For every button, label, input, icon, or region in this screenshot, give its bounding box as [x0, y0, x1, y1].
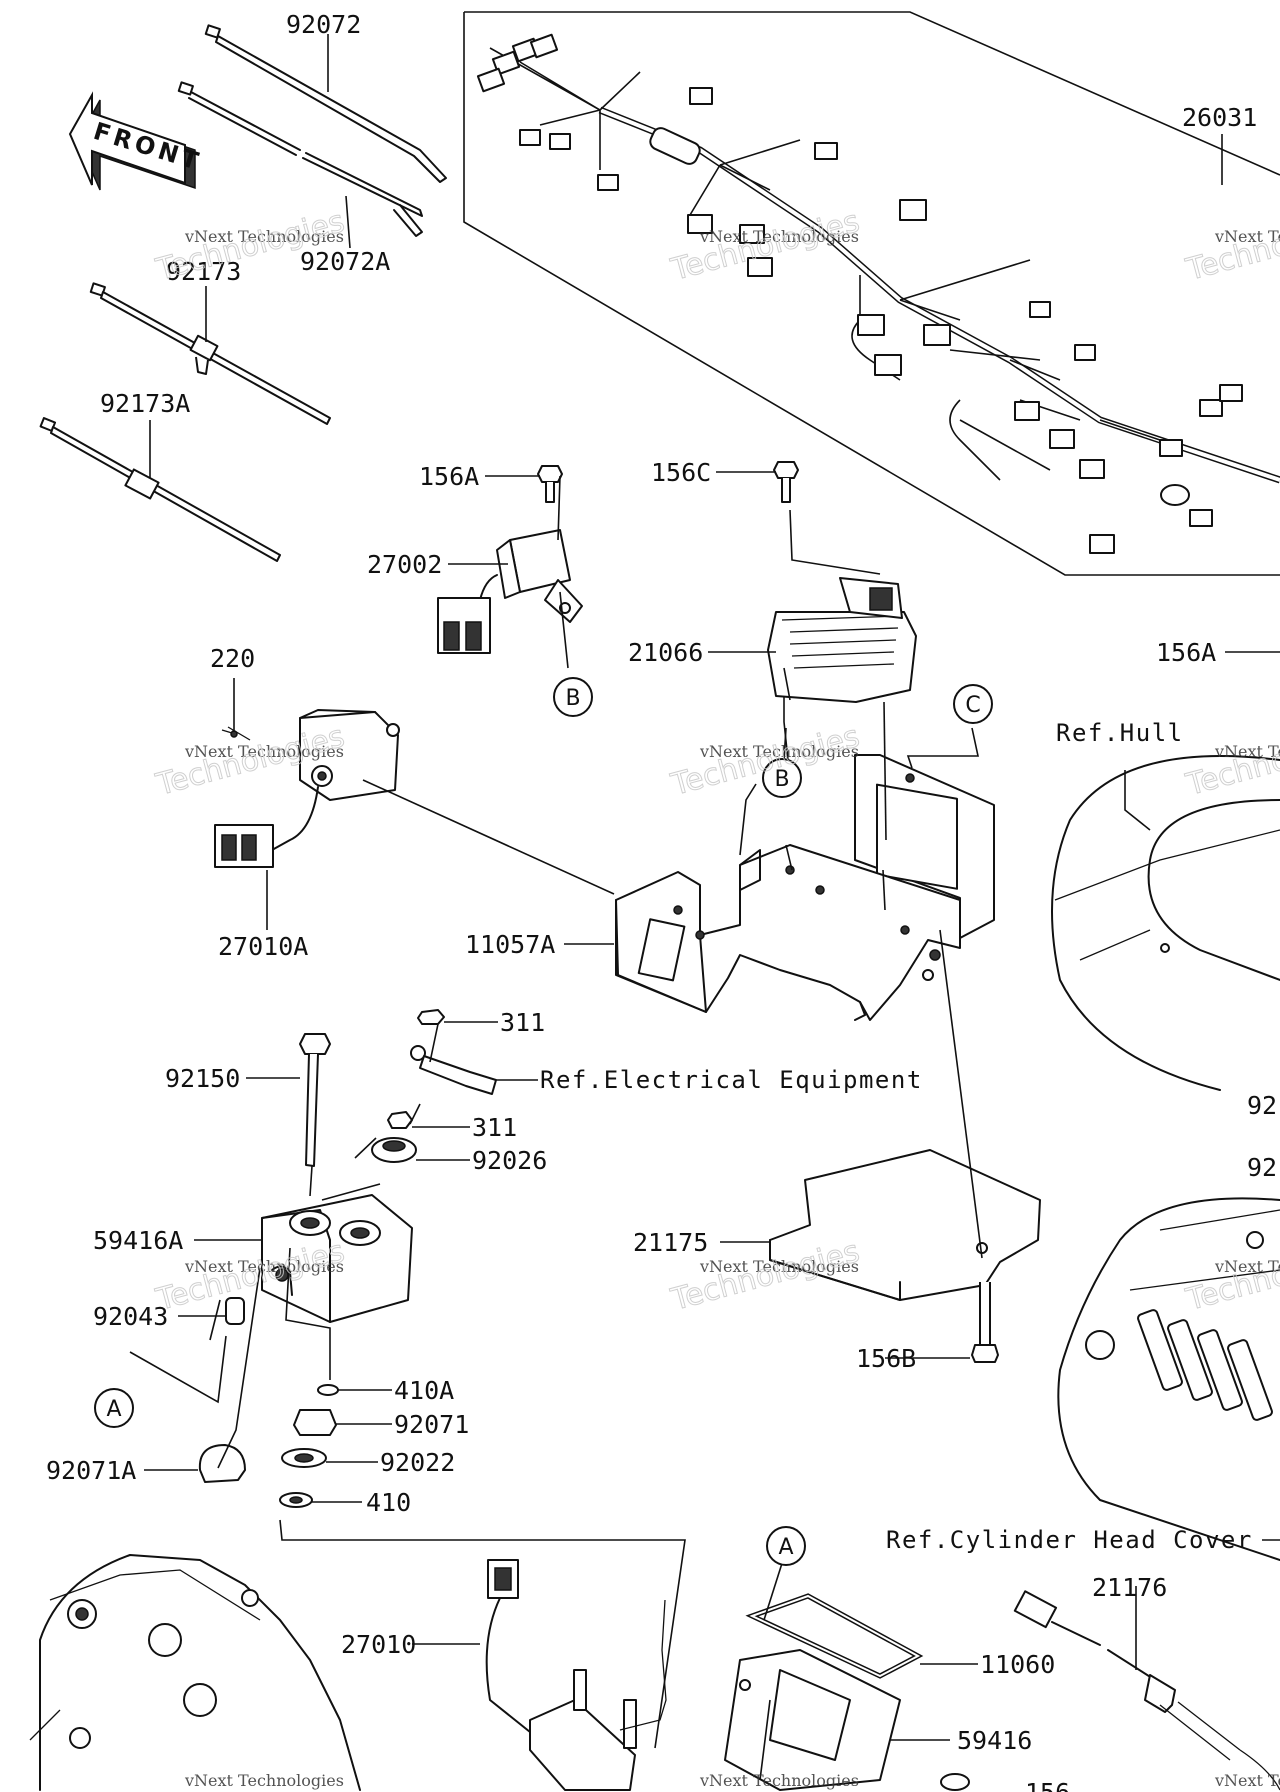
sensor-21176: [1013, 1590, 1280, 1791]
svg-text:vNext Technologies: vNext Technologies: [699, 1257, 859, 1276]
label-156A-2: 156A: [1156, 638, 1216, 667]
cylinder-head-reference: [1057, 1197, 1280, 1561]
grommet-92071: [293, 1409, 337, 1436]
ring-410A: [317, 1384, 339, 1396]
label-27010: 27010: [341, 1630, 416, 1659]
ref-electrical-equipment: Ref.Electrical Equipment: [540, 1066, 923, 1094]
svg-text:vNext Technologies: vNext Technologies: [184, 227, 344, 246]
label-156-cut: 156: [1025, 1778, 1070, 1792]
label-92071: 92071: [394, 1410, 469, 1439]
label-21066: 21066: [628, 638, 703, 667]
label-92022: 92022: [380, 1448, 455, 1477]
gasket-11060: [745, 1593, 924, 1679]
svg-text:vNext Technologies: vNext Technologies: [184, 1771, 344, 1790]
bracket-11057A: [615, 754, 995, 1021]
label-410: 410: [366, 1488, 411, 1517]
label-410A: 410A: [394, 1376, 454, 1405]
label-156C: 156C: [651, 458, 711, 487]
label-92071A: 92071A: [46, 1456, 136, 1485]
callout-a-1: A: [94, 1388, 134, 1428]
engine-casting: [29, 1554, 361, 1791]
cap-92071A: [198, 1444, 246, 1483]
reference-labels: Ref.Hull Ref.Electrical Equipment Ref.Cy…: [540, 719, 1253, 1554]
label-59416: 59416: [957, 1726, 1032, 1755]
nut-311-bottom: [387, 1111, 413, 1129]
label-92072: 92072: [286, 10, 361, 39]
label-92-1: 92: [1247, 1091, 1277, 1120]
svg-text:vNext Technologies: vNext Technologies: [699, 1771, 859, 1790]
label-311-2: 311: [472, 1113, 517, 1142]
svg-text:B: B: [774, 767, 789, 792]
housing-59416A: [261, 1194, 413, 1323]
part-labels: 92072 92072A 92173 92173A 26031 156A 156…: [46, 10, 1277, 1792]
svg-text:Technologies: Technologies: [1182, 719, 1280, 803]
svg-text:Technologies: Technologies: [1182, 204, 1280, 288]
wiring-harness-26031: [463, 11, 1280, 576]
svg-text:vNext Technologies: vNext Technologies: [699, 227, 859, 246]
label-26031: 26031: [1182, 103, 1257, 132]
label-156B: 156B: [856, 1344, 916, 1373]
bolt-156-bottom: [940, 1773, 970, 1791]
ref-cylinder-head-cover: Ref.Cylinder Head Cover: [886, 1526, 1253, 1554]
svg-text:Technologies: Technologies: [667, 719, 863, 803]
label-27002: 27002: [367, 550, 442, 579]
bolt-92150: [299, 1033, 331, 1167]
svg-text:vNext Technologies: vNext Technologies: [1214, 1771, 1280, 1790]
grommet-92026: [371, 1137, 417, 1163]
label-156A-1: 156A: [419, 462, 479, 491]
cable-tie-92072A: [177, 81, 423, 237]
svg-text:C: C: [965, 693, 980, 718]
label-11057A: 11057A: [465, 930, 555, 959]
label-311-1: 311: [500, 1008, 545, 1037]
starter-relay-27010: [485, 1559, 667, 1791]
svg-text:vNext Technologies: vNext Technologies: [184, 742, 344, 761]
svg-text:Technologies: Technologies: [1182, 1234, 1280, 1318]
label-92173: 92173: [166, 257, 241, 286]
label-11060: 11060: [980, 1650, 1055, 1679]
bolt-156B: [971, 1282, 999, 1363]
label-92026: 92026: [472, 1146, 547, 1175]
front-arrow-icon: FRONT: [68, 91, 205, 191]
label-21176: 21176: [1092, 1573, 1167, 1602]
svg-text:vNext Technologies: vNext Technologies: [184, 1257, 344, 1276]
callout-a-2: A: [766, 1526, 806, 1566]
cable-tie-92072: [204, 24, 447, 183]
label-220: 220: [210, 644, 255, 673]
label-21175: 21175: [633, 1228, 708, 1257]
terminal-bolt: [410, 1045, 497, 1095]
callout-b-2: B: [762, 758, 802, 798]
regulator-21066: [767, 577, 917, 703]
label-92072A: 92072A: [300, 247, 390, 276]
svg-text:A: A: [778, 1535, 793, 1560]
relay-27002: [437, 529, 583, 654]
svg-text:vNext Technologies: vNext Technologies: [1214, 1257, 1280, 1276]
callout-b-1: B: [553, 677, 593, 717]
label-92-2: 92: [1247, 1153, 1277, 1182]
svg-text:A: A: [106, 1397, 121, 1422]
ref-hull: Ref.Hull: [1056, 719, 1184, 747]
cable-tie-92173: [89, 282, 331, 425]
label-92150: 92150: [165, 1064, 240, 1093]
label-92043: 92043: [93, 1302, 168, 1331]
svg-text:vNext Technologies: vNext Technologies: [1214, 227, 1280, 246]
label-92173A: 92173A: [100, 389, 190, 418]
switch-27010A: [214, 709, 400, 868]
svg-text:B: B: [565, 686, 580, 711]
bolt-156A-top: [537, 465, 563, 503]
box-59416: [724, 1649, 901, 1791]
svg-text:vNext Technologies: vNext Technologies: [1214, 742, 1280, 761]
callout-c: C: [953, 684, 993, 724]
label-59416A: 59416A: [93, 1226, 183, 1255]
pin-92043: [225, 1297, 245, 1325]
nut-311-top: [417, 1009, 445, 1025]
hull-reference: [1051, 755, 1280, 1091]
washer-410: [279, 1492, 313, 1508]
washer-92022: [281, 1448, 327, 1468]
bolt-156C: [773, 461, 799, 503]
cable-tie-92173A: [39, 417, 281, 562]
leader-lines: [129, 34, 1280, 1781]
label-27010A: 27010A: [218, 932, 308, 961]
svg-text:vNext Technologies: vNext Technologies: [699, 742, 859, 761]
